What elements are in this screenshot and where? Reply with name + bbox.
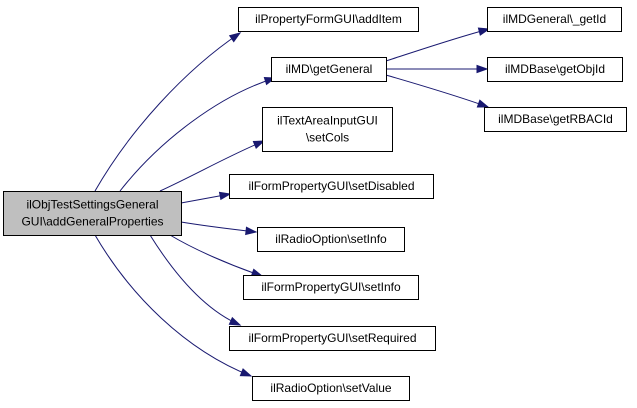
node-n10[interactable]: ilMDBase\getObjId [487,57,623,82]
edge-root-n6 [169,234,264,277]
node-n1[interactable]: ilPropertyFormGUI\addItem [238,7,419,32]
node-box[interactable] [487,7,622,32]
node-n8[interactable]: ilRadioOption\setValue [252,376,410,401]
edge-root-n7 [149,234,242,326]
edge-n2-n10 [386,64,489,74]
node-n3[interactable]: ilTextAreaInputGUI \setCols [262,107,393,152]
arrowhead-icon [218,191,232,201]
arrowhead-icon [476,99,490,108]
node-label: \setCols [306,131,349,145]
node-label: GUI\addGeneralProperties [21,215,163,229]
node-label: ilObjTestSettingsGeneral [26,198,158,212]
edge-root-n8 [94,234,253,377]
node-label: ilFormPropertyGUI\setRequired [248,331,416,345]
node-label: ilMDBase\getRBACId [498,112,613,126]
node-n11[interactable]: ilMDBase\getRBACId [484,107,627,132]
node-label: ilPropertyFormGUI\addItem [255,12,402,26]
node-label: ilMDGeneral\_getId [503,12,606,26]
edge-root-n1 [94,32,242,192]
node-label: ilRadioOption\setInfo [275,232,387,246]
edge-n2-n11 [385,74,490,108]
node-label: ilMDBase\getObjId [505,62,605,76]
node-n9[interactable]: ilMDGeneral\_getId [487,7,622,32]
arrowhead-icon [228,32,242,43]
arrowhead-icon [252,140,266,150]
edge-root-n3 [159,140,266,192]
arrowhead-icon [228,316,242,326]
node-box[interactable] [252,376,410,401]
node-label: ilFormPropertyGUI\setDisabled [248,179,414,193]
node-box[interactable] [262,107,393,152]
node-box[interactable] [229,326,436,351]
node-n4[interactable]: ilFormPropertyGUI\setDisabled [229,174,434,199]
node-box[interactable] [238,7,419,32]
node-label: ilFormPropertyGUI\setInfo [261,280,401,294]
node-n5[interactable]: ilRadioOption\setInfo [257,227,405,252]
node-label: ilTextAreaInputGUI [277,114,378,128]
node-n7[interactable]: ilFormPropertyGUI\setRequired [229,326,436,351]
arrowhead-icon [477,27,491,36]
node-n2[interactable]: ilMD\getGeneral [271,57,387,82]
arrowhead-icon [245,226,258,236]
edge-root-n2 [119,77,277,192]
edge-root-n5 [180,221,258,236]
node-box[interactable] [243,275,419,300]
edge-n2-n9 [385,27,491,62]
node-box[interactable] [229,174,434,199]
node-n6[interactable]: ilFormPropertyGUI\setInfo [243,275,419,300]
node-label: ilMD\getGeneral [286,62,373,76]
arrowhead-icon [476,64,489,74]
root-node[interactable]: ilObjTestSettingsGeneralGUI\addGeneralPr… [3,191,182,236]
node-box[interactable] [271,57,387,82]
node-box[interactable] [484,107,627,132]
arrowhead-icon [239,368,253,377]
edge-root-n4 [180,191,232,204]
node-box[interactable] [3,191,182,236]
node-box[interactable] [257,227,405,252]
node-label: ilRadioOption\setValue [270,381,392,395]
node-box[interactable] [487,57,623,82]
